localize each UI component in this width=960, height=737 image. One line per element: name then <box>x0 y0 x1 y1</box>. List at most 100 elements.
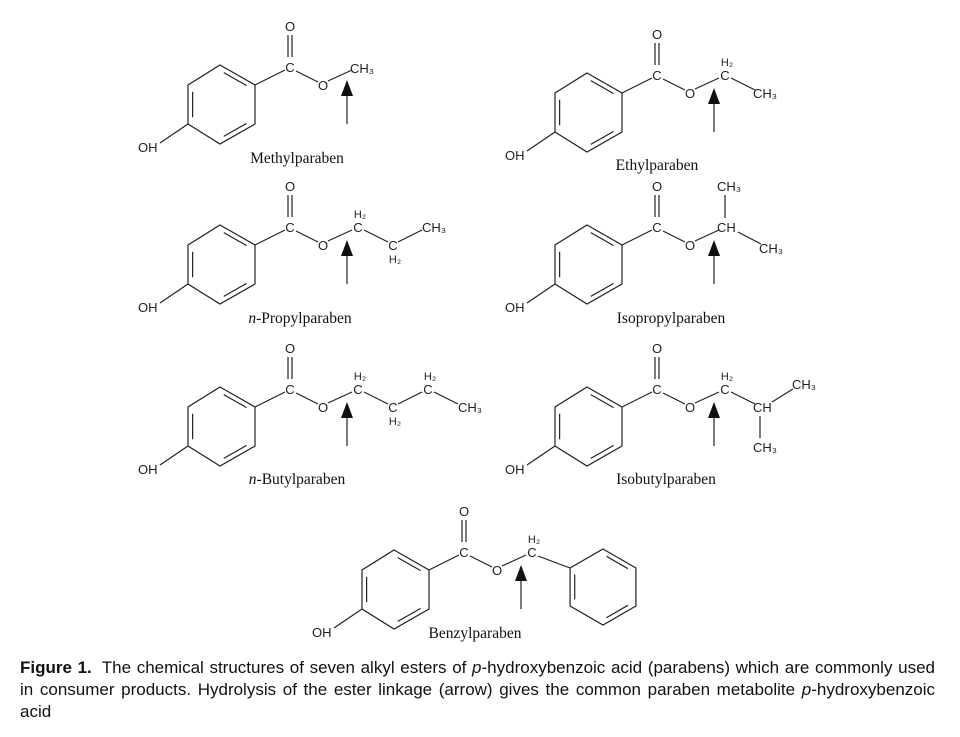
molecule-name: n-Propylparaben <box>248 310 352 327</box>
atom-label: C <box>388 400 397 415</box>
methyl-label: CH₃ <box>759 241 783 256</box>
molecule-name-text: Ethylparaben <box>616 157 699 174</box>
bond <box>254 391 286 408</box>
hydroxyl-label: OH <box>138 140 158 155</box>
ring <box>361 549 430 630</box>
ester-oxygen-label: O <box>492 563 502 578</box>
carbonyl-oxygen-label: O <box>285 179 295 194</box>
double-bond <box>223 72 247 87</box>
ester-oxygen-label: O <box>685 86 695 101</box>
bond <box>621 391 653 408</box>
bond <box>397 229 423 243</box>
arrow-head-icon <box>708 88 720 104</box>
ring <box>187 386 256 467</box>
double-bond <box>606 555 629 570</box>
ring <box>187 224 256 305</box>
hydrogen-label: H₂ <box>389 254 401 266</box>
carbonyl-oxygen-label: O <box>285 341 295 356</box>
carbonyl-oxygen-label: O <box>285 19 295 34</box>
hydroxyl-label: OH <box>505 300 525 315</box>
double-bond <box>223 282 247 297</box>
hydroxyl-label: OH <box>505 148 525 163</box>
hydrogen-label: H₂ <box>721 371 733 383</box>
molecule-name-text: Benzylparaben <box>429 625 522 642</box>
bond <box>428 554 460 571</box>
ester-oxygen-label: O <box>318 78 328 93</box>
bond <box>327 391 353 404</box>
hydroxyl-label: OH <box>138 462 158 477</box>
molecule-name: Isopropylparaben <box>617 310 726 327</box>
carbonyl-carbon-label: C <box>459 545 468 560</box>
hydroxyl-label: OH <box>505 462 525 477</box>
double-bond <box>223 444 247 459</box>
molecule-name-text: Methylparaben <box>250 150 344 167</box>
bond <box>501 554 527 567</box>
hydrogen-label: H₂ <box>389 416 401 428</box>
caption-italic: p <box>801 680 812 699</box>
methyl-label: CH₃ <box>422 220 446 235</box>
bond <box>526 283 556 304</box>
ring <box>554 72 623 153</box>
methyl-label: CH₃ <box>753 440 777 455</box>
bond <box>730 77 756 91</box>
double-bond <box>590 282 614 297</box>
methyl-label: CH₃ <box>717 179 741 194</box>
molecule-name: Ethylparaben <box>616 157 699 174</box>
carbonyl-carbon-label: C <box>652 382 661 397</box>
bond <box>694 77 720 90</box>
bond <box>363 229 389 243</box>
ring <box>569 548 637 626</box>
molecule-name: Benzylparaben <box>429 625 522 642</box>
carbonyl-oxygen-label: O <box>652 341 662 356</box>
carbonyl-oxygen-label: O <box>652 179 662 194</box>
hydrogen-label: H₂ <box>721 57 733 69</box>
molecule-name: Isobutylparaben <box>616 471 716 488</box>
bond <box>737 231 762 245</box>
double-bond <box>397 607 421 622</box>
bond <box>469 555 493 568</box>
ring <box>554 386 623 467</box>
ring <box>554 224 623 305</box>
arrow-head-icon <box>341 80 353 96</box>
methine-label: CH <box>753 400 772 415</box>
atom-label: C <box>353 220 362 235</box>
bond <box>159 445 189 466</box>
methine-label: CH <box>717 220 736 235</box>
carbonyl-oxygen-label: O <box>459 504 469 519</box>
bond <box>662 78 686 91</box>
hydrogen-label: H₂ <box>354 371 366 383</box>
molecule-name-prefix: n <box>249 471 257 488</box>
double-bond <box>223 232 247 247</box>
bond <box>397 391 423 405</box>
caption-label: Figure 1. <box>20 658 92 677</box>
methyl-label: CH₃ <box>753 86 777 101</box>
carbonyl-carbon-label: C <box>285 382 294 397</box>
molecule-name-text: -Butylparaben <box>257 471 346 488</box>
bond <box>327 229 353 242</box>
double-bond <box>223 394 247 409</box>
carbonyl-oxygen-label: O <box>652 27 662 42</box>
methyl-label: CH₃ <box>350 61 374 76</box>
bond <box>295 70 319 83</box>
caption-text: -hydroxybenzoic acid <box>20 680 935 721</box>
double-bond <box>590 130 614 145</box>
carbonyl-carbon-label: C <box>652 68 661 83</box>
bond <box>295 392 319 405</box>
bond <box>694 229 720 242</box>
bond <box>526 131 556 152</box>
methyl-label: CH₃ <box>458 400 482 415</box>
bond <box>327 69 353 82</box>
bond <box>771 388 794 403</box>
bond <box>662 230 686 243</box>
bond <box>526 445 556 466</box>
carbonyl-carbon-label: C <box>285 60 294 75</box>
bond <box>159 123 189 144</box>
hydrogen-label: H₂ <box>354 209 366 221</box>
methyl-label: CH₃ <box>792 377 816 392</box>
molecule-methylparaben: OH C O O CH₃ <box>138 19 374 155</box>
